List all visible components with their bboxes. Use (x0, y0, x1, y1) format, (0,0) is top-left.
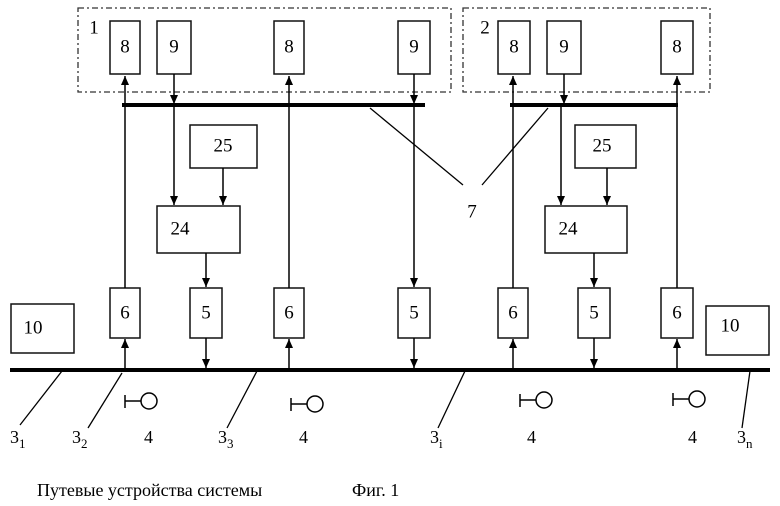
block-6-label: 6 (672, 303, 682, 324)
block-6-label: 6 (284, 303, 294, 324)
segment-leader (19, 370, 63, 426)
segment-leader (437, 370, 466, 429)
device-label: 4 (688, 427, 697, 447)
caption-left: Путевые устройства системы (37, 480, 262, 500)
segment-label: 31 (10, 427, 26, 451)
block-8-label: 8 (672, 37, 682, 58)
block-25 (574, 124, 637, 169)
segment-leader (87, 372, 123, 429)
device-label: 4 (299, 427, 308, 447)
block-10-label: 10 (721, 316, 740, 337)
segment-leader (226, 370, 258, 429)
figure-label: Фиг. 1 (352, 480, 399, 500)
bus-leader-right (481, 107, 549, 186)
block-8 (273, 20, 305, 75)
block-25 (189, 124, 258, 169)
segment-label: 3n (737, 427, 753, 451)
block-10-label: 10 (24, 318, 43, 339)
block-8 (660, 20, 694, 75)
block-8 (109, 20, 141, 75)
block-24 (156, 205, 241, 254)
block-9-label: 9 (169, 37, 179, 58)
block-5-label: 5 (589, 303, 599, 324)
block-8-label: 8 (284, 37, 294, 58)
block-8-label: 8 (120, 37, 130, 58)
block-8 (497, 20, 531, 75)
segment-label: 32 (72, 427, 88, 451)
block-10 (705, 305, 770, 356)
block-25-label: 25 (593, 136, 612, 157)
block-9 (397, 20, 431, 75)
block-6 (109, 287, 141, 339)
track-device-icon (290, 395, 324, 413)
group-2-frame (462, 7, 711, 93)
bus-leader-left (369, 107, 464, 186)
block-8-label: 8 (509, 37, 519, 58)
block-6 (273, 287, 305, 339)
segment-label: 3i (430, 427, 443, 451)
block-9 (546, 20, 582, 75)
group-1-label: 1 (89, 18, 99, 39)
block-5-label: 5 (201, 303, 211, 324)
device-label: 4 (144, 427, 153, 447)
segment-leader (741, 370, 751, 429)
block-5 (577, 287, 611, 339)
block-24-label: 24 (171, 219, 191, 240)
block-9-label: 9 (559, 37, 569, 58)
bus-label: 7 (467, 202, 477, 223)
track-device-icon (519, 391, 553, 409)
block-5-label: 5 (409, 303, 419, 324)
block-25-label: 25 (214, 136, 233, 157)
block-9-label: 9 (409, 37, 419, 58)
group-2-label: 2 (480, 18, 490, 39)
track-device-icon (124, 392, 158, 410)
track-device-icon (672, 390, 706, 408)
block-24 (544, 205, 628, 254)
block-5 (189, 287, 223, 339)
segment-label: 33 (218, 427, 234, 451)
group-1-frame (77, 7, 452, 93)
block-6-label: 6 (120, 303, 130, 324)
block-6-label: 6 (508, 303, 518, 324)
block-10 (10, 303, 75, 354)
block-24-label: 24 (559, 219, 579, 240)
device-label: 4 (527, 427, 536, 447)
